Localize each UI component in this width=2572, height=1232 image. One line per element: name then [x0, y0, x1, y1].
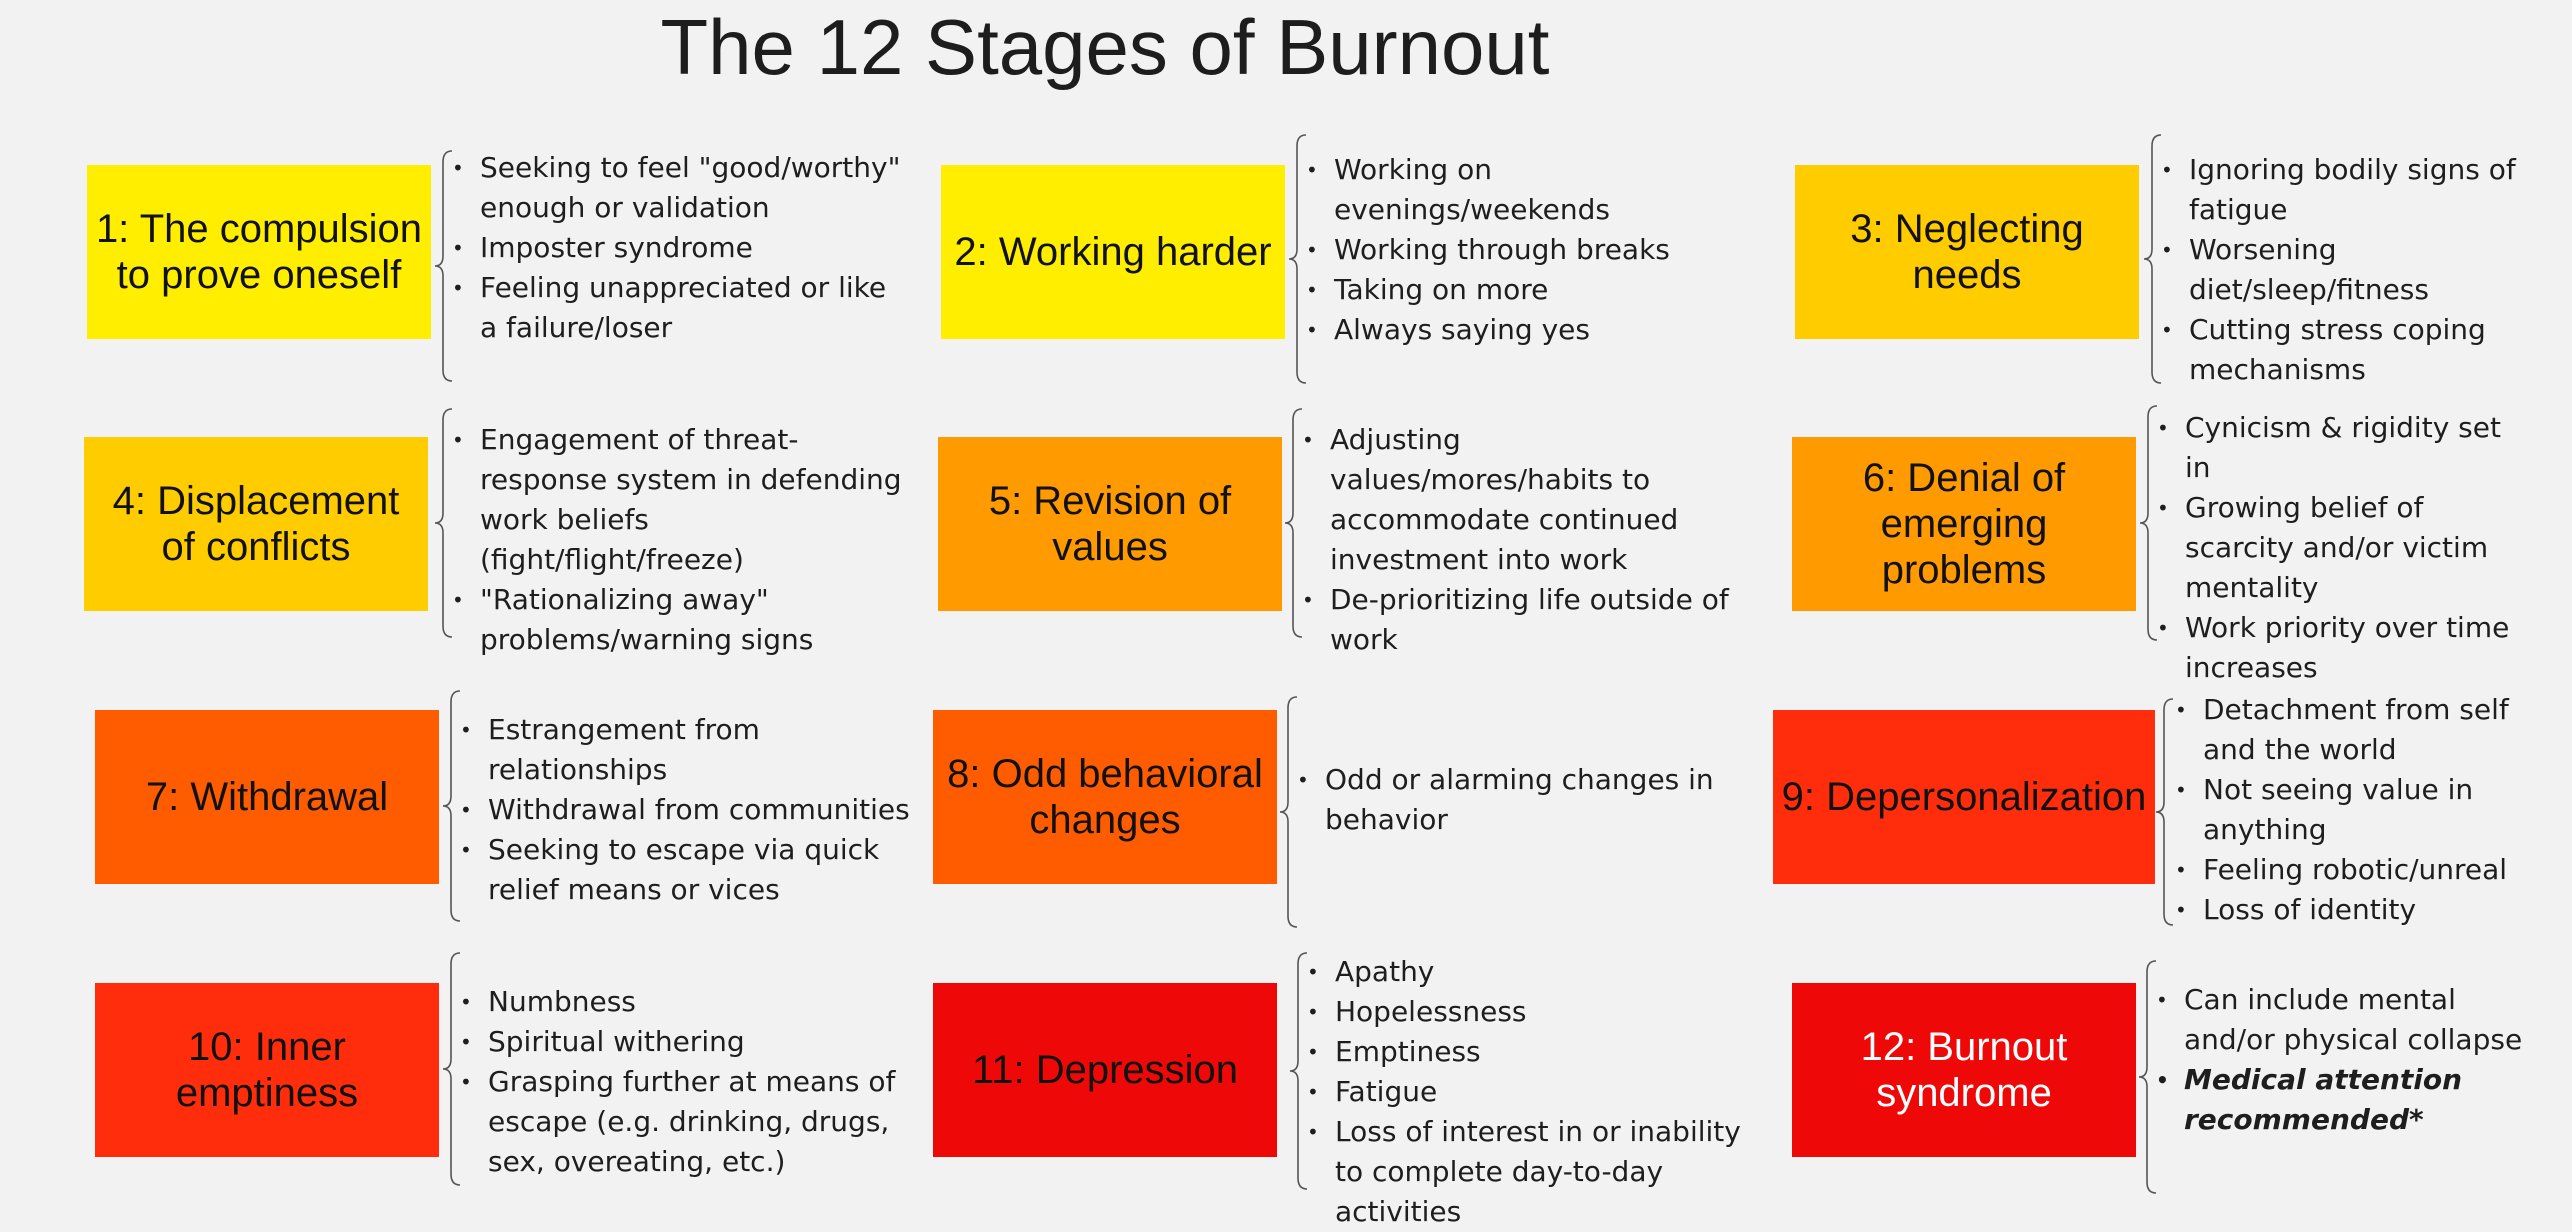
symptom-item: Loss of identity	[2173, 890, 2543, 930]
symptom-item: "Rationalizing away" problems/warning si…	[450, 580, 910, 660]
symptom-item: Numbness	[458, 982, 918, 1022]
symptom-item: Grasping further at means of escape (e.g…	[458, 1062, 918, 1182]
symptom-item: Feeling unappreciated or like a failure/…	[450, 268, 905, 348]
stage-5-symptoms: Adjusting values/mores/habits to accommo…	[1300, 420, 1740, 660]
stage-9-brace	[2155, 698, 2174, 926]
stage-8-box: 8: Odd behavioral changes	[933, 710, 1277, 884]
symptom-item: Emptiness	[1305, 1032, 1755, 1072]
stage-4-box: 4: Displacement of conflicts	[84, 437, 428, 611]
stage-2-box: 2: Working harder	[941, 165, 1285, 339]
symptom-item: Worsening diet/sleep/fitness	[2159, 230, 2529, 310]
symptom-item: Withdrawal from communities	[458, 790, 918, 830]
stage-10-brace	[442, 952, 461, 1186]
stage-8-symptoms: Odd or alarming changes in behavior	[1295, 760, 1735, 840]
stage-12-brace	[2138, 960, 2157, 1194]
stage-2-symptoms: Working on evenings/weekendsWorking thro…	[1304, 150, 1674, 350]
stage-11-symptoms: ApathyHopelessnessEmptinessFatigueLoss o…	[1305, 952, 1755, 1232]
symptom-item: Engagement of threat-response system in …	[450, 420, 910, 580]
stage-6-box: 6: Denial of emerging problems	[1792, 437, 2136, 611]
symptom-item: Cutting stress coping mechanisms	[2159, 310, 2529, 390]
stage-12-symptoms: Can include mental and/or physical colla…	[2154, 980, 2524, 1140]
page-title: The 12 Stages of Burnout	[660, 3, 1550, 91]
stage-1-brace	[434, 150, 453, 382]
symptom-item: Ignoring bodily signs of fatigue	[2159, 150, 2529, 230]
symptom-item: Adjusting values/mores/habits to accommo…	[1300, 420, 1740, 580]
stage-5-brace	[1284, 408, 1303, 638]
symptom-item: Work priority over time increases	[2155, 608, 2525, 688]
symptom-item: Can include mental and/or physical colla…	[2154, 980, 2524, 1060]
symptom-item: Seeking to escape via quick relief means…	[458, 830, 918, 910]
symptom-item: Always saying yes	[1304, 310, 1674, 350]
stage-5-box: 5: Revision of values	[938, 437, 1282, 611]
stage-7-symptoms: Estrangement from relationshipsWithdrawa…	[458, 710, 918, 910]
symptom-item: Apathy	[1305, 952, 1755, 992]
stage-6-brace	[2139, 405, 2158, 641]
stage-1-box: 1: The compulsion to prove oneself	[87, 165, 431, 339]
symptom-item: Spiritual withering	[458, 1022, 918, 1062]
stage-2-brace	[1288, 134, 1307, 384]
stage-11-box: 11: Depression	[933, 983, 1277, 1157]
stage-11-brace	[1289, 952, 1308, 1190]
symptom-item: Estrangement from relationships	[458, 710, 918, 790]
stage-4-symptoms: Engagement of threat-response system in …	[450, 420, 910, 660]
symptom-item: De-prioritizing life outside of work	[1300, 580, 1740, 660]
stage-4-brace	[434, 408, 453, 638]
stage-12-box: 12: Burnout syndrome	[1792, 983, 2136, 1157]
stage-1-symptoms: Seeking to feel "good/worthy" enough or …	[450, 148, 905, 348]
stage-9-symptoms: Detachment from self and the worldNot se…	[2173, 690, 2543, 930]
stage-7-brace	[442, 690, 461, 922]
symptom-item: Imposter syndrome	[450, 228, 905, 268]
stage-9-box: 9: Depersonalization	[1773, 710, 2155, 884]
symptom-item: Medical attention recommended*	[2154, 1060, 2524, 1140]
stage-8-brace	[1279, 696, 1298, 928]
symptom-item: Seeking to feel "good/worthy" enough or …	[450, 148, 905, 228]
stage-10-box: 10: Inner emptiness	[95, 983, 439, 1157]
stage-3-box: 3: Neglecting needs	[1795, 165, 2139, 339]
symptom-item: Working on evenings/weekends	[1304, 150, 1674, 230]
stage-3-brace	[2143, 134, 2162, 384]
symptom-item: Growing belief of scarcity and/or victim…	[2155, 488, 2525, 608]
symptom-item: Feeling robotic/unreal	[2173, 850, 2543, 890]
symptom-item: Detachment from self and the world	[2173, 690, 2543, 770]
symptom-item: Odd or alarming changes in behavior	[1295, 760, 1735, 840]
symptom-item: Loss of interest in or inability to comp…	[1305, 1112, 1755, 1232]
symptom-item: Hopelessness	[1305, 992, 1755, 1032]
symptom-item: Working through breaks	[1304, 230, 1674, 270]
stage-3-symptoms: Ignoring bodily signs of fatigueWorsenin…	[2159, 150, 2529, 390]
symptom-item: Not seeing value in anything	[2173, 770, 2543, 850]
stage-7-box: 7: Withdrawal	[95, 710, 439, 884]
stage-10-symptoms: NumbnessSpiritual witheringGrasping furt…	[458, 982, 918, 1182]
symptom-item: Cynicism & rigidity set in	[2155, 408, 2525, 488]
symptom-item: Taking on more	[1304, 270, 1674, 310]
symptom-item: Fatigue	[1305, 1072, 1755, 1112]
stage-6-symptoms: Cynicism & rigidity set inGrowing belief…	[2155, 408, 2525, 688]
